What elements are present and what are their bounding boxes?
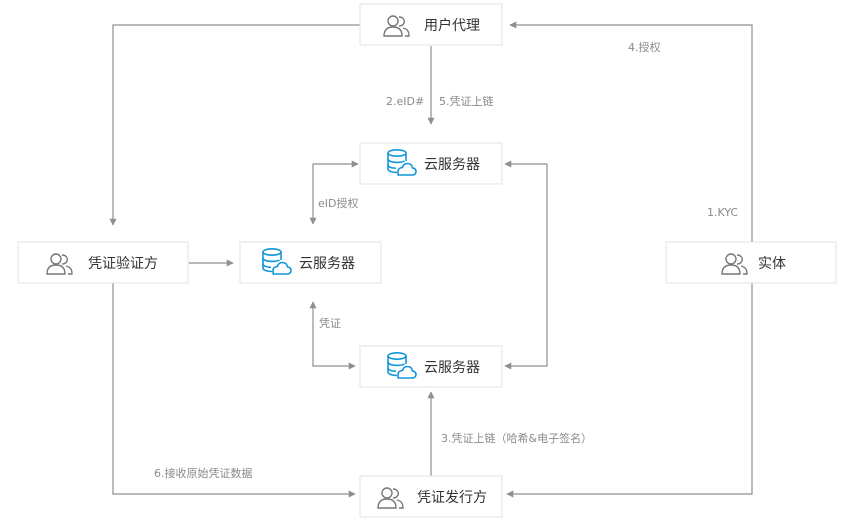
node-issuer-label: 凭证发行方 <box>417 490 487 506</box>
label-chain-upload: 5.凭证上链 <box>439 94 494 108</box>
label-eid: 2.eID# <box>386 95 424 108</box>
label-credential: 凭证 <box>319 316 341 330</box>
node-entity: 实体 <box>665 241 837 284</box>
label-kyc: 1.KYC <box>707 206 738 219</box>
label-chain-hash: 3.凭证上链（哈希&电子签名） <box>441 431 592 445</box>
label-receive-data: 6.接收原始凭证数据 <box>154 466 253 480</box>
node-user-agent-label: 用户代理 <box>424 17 480 34</box>
edge-entity-to-issuer <box>506 283 753 498</box>
label-eid-authorize: eID授权 <box>318 196 358 210</box>
edge-verifier-to-issuer <box>112 283 356 498</box>
label-authorize: 4.授权 <box>628 40 661 54</box>
node-cloud-bottom-label: 云服务器 <box>424 360 480 376</box>
node-cloud-top-label: 云服务器 <box>424 157 480 173</box>
node-user-agent: 用户代理 <box>359 3 503 46</box>
edge-cloud-top-bottom <box>504 160 548 370</box>
node-cloud-server-bottom: 云服务器 <box>359 345 503 388</box>
node-verifier: 凭证验证方 <box>17 241 189 284</box>
edge-cloud-top-center <box>309 160 359 225</box>
node-cloud-server-top: 云服务器 <box>359 142 503 185</box>
node-entity-label: 实体 <box>758 256 786 272</box>
node-verifier-label: 凭证验证方 <box>88 256 158 272</box>
edge-useragent-to-verifier <box>109 24 360 226</box>
edge-entity-to-useragent <box>509 21 753 242</box>
node-cloud-center-label: 云服务器 <box>299 256 355 272</box>
node-cloud-server-center: 云服务器 <box>239 241 382 284</box>
node-issuer: 凭证发行方 <box>359 475 503 518</box>
edge-cloud-center-bottom <box>309 301 356 370</box>
